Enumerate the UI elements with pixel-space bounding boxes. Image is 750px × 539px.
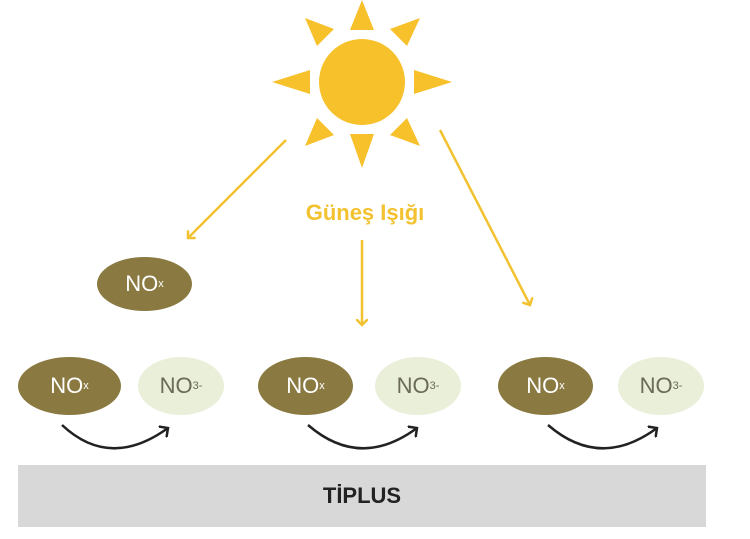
molecule-subscript: x — [83, 380, 89, 392]
molecule-formula: NO — [286, 373, 320, 398]
molecule-subscript: 3 — [192, 380, 199, 392]
surface-label: TİPLUS — [322, 483, 402, 508]
conversion-arrow-3 — [547, 424, 657, 450]
molecule-subscript: 3 — [429, 380, 436, 392]
sunlight-arrow-left — [188, 139, 287, 238]
molecule-formula: NO — [639, 373, 673, 398]
molecule-subscript: x — [559, 380, 565, 392]
sun-icon — [272, 0, 452, 168]
conversion-arrow-1 — [61, 424, 168, 450]
molecule-charge: - — [435, 380, 440, 392]
molecule-subscript: 3 — [672, 380, 679, 392]
sunlight-label: Güneş Işığı — [305, 200, 425, 225]
molecule-formula: NO — [526, 373, 560, 398]
molecule-formula: NO — [125, 271, 159, 296]
molecule-charge: - — [678, 380, 683, 392]
conversion-arrow-2 — [307, 424, 417, 450]
molecule-formula: NO — [396, 373, 430, 398]
tiplus-surface: TİPLUS — [18, 465, 706, 527]
molecule-formula: NO — [50, 373, 84, 398]
sunlight-arrow-right — [438, 129, 530, 305]
molecule-subscript: x — [319, 380, 325, 392]
molecule-formula: NO — [159, 373, 193, 398]
molecule-subscript: x — [158, 278, 164, 290]
molecule-charge: - — [198, 380, 203, 392]
